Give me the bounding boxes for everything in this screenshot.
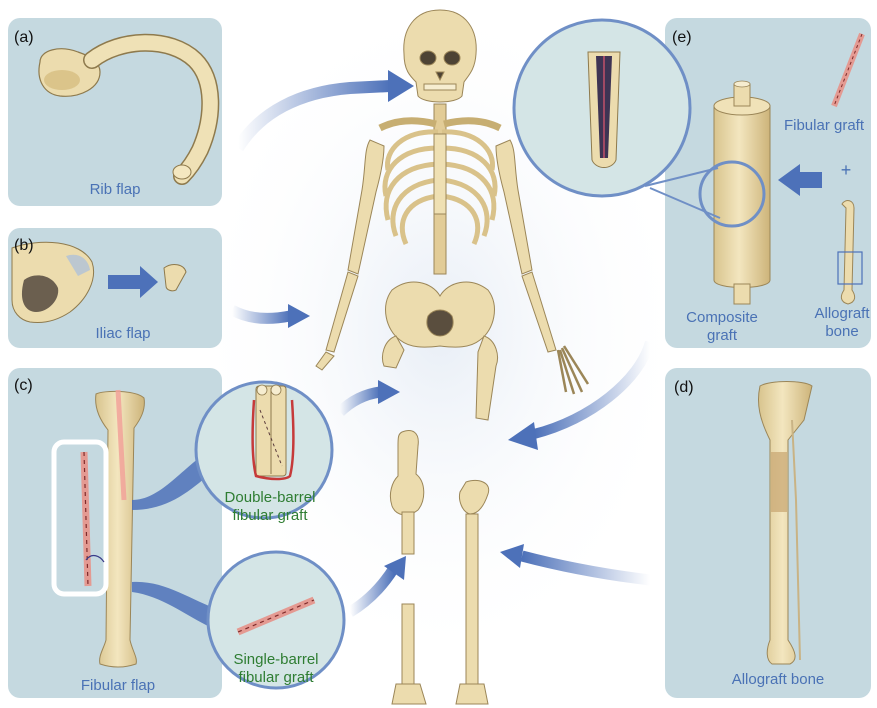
caption-fibular-flap: Fibular flap [81, 677, 155, 694]
composite-cross-section [588, 52, 620, 168]
caption-double-line1: Double-barrel [225, 489, 316, 506]
label-c: (c) [14, 377, 33, 394]
caption-allograft-line1: Allograft [814, 305, 870, 322]
caption-allograft-bone: Allograft bone [732, 671, 825, 688]
caption-iliac-flap: Iliac flap [95, 325, 150, 342]
caption-composite-line1: Composite [686, 309, 758, 326]
caption-single-line1: Single-barrel [233, 651, 318, 668]
label-b: (b) [14, 237, 34, 254]
label-a: (a) [14, 29, 34, 46]
plus-sign: + [841, 160, 852, 180]
caption-allograft-line2: bone [825, 323, 858, 340]
composite-graft-illustration [714, 81, 770, 304]
caption-rib-flap: Rib flap [90, 181, 141, 198]
label-e: (e) [672, 29, 692, 46]
caption-composite-line2: graft [707, 327, 738, 344]
caption-fibular-graft: Fibular graft [784, 117, 865, 134]
caption-double-line2: fibular graft [232, 507, 308, 524]
label-d: (d) [674, 379, 694, 396]
caption-single-line2: fibular graft [238, 669, 314, 686]
